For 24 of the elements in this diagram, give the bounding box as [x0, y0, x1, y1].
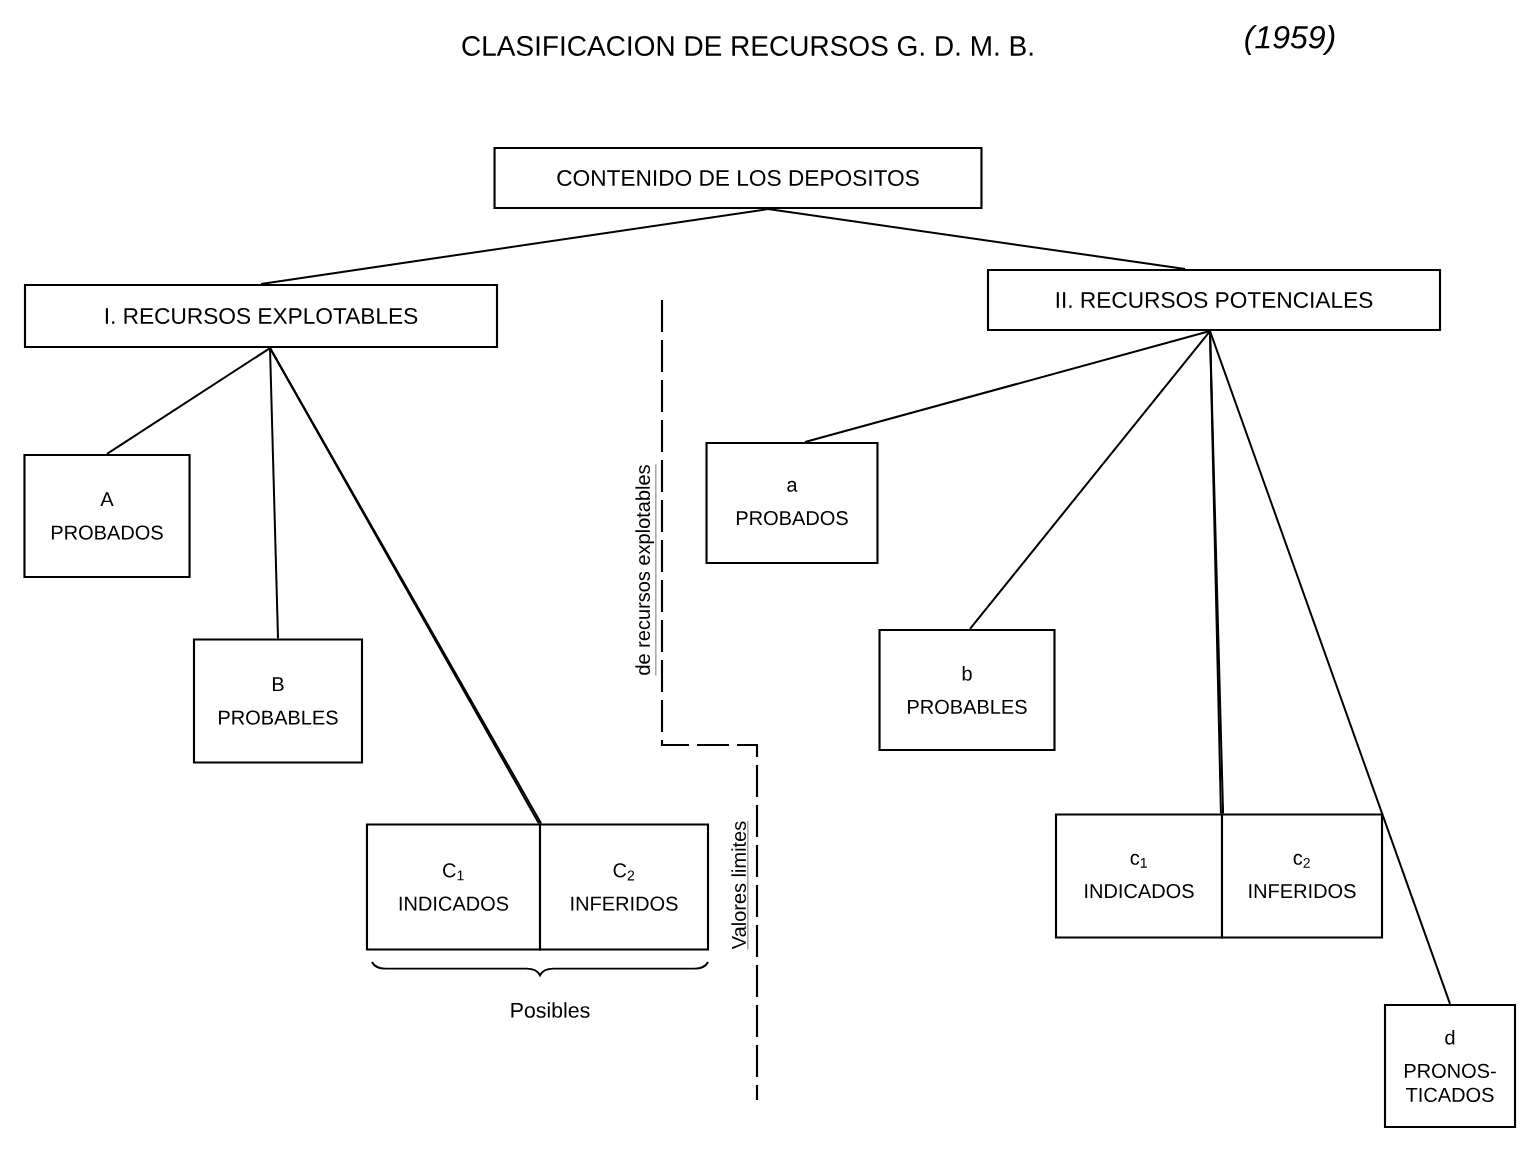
title: CLASIFICACION DE RECURSOS G. D. M. B. [462, 36, 1033, 56]
connector-line [767, 208, 1186, 270]
brace-label: Posibles [511, 1002, 590, 1018]
connector-line [804, 330, 1211, 443]
heading-box: II. RECURSOS POTENCIALES [986, 268, 1442, 332]
category-box: d PRONOS- TICADOS [1383, 1003, 1517, 1129]
connector-line [106, 347, 271, 455]
boundary-label: de recursos explotables [635, 464, 657, 676]
boundary-label: Valores limites [731, 820, 749, 950]
connector-line [260, 208, 769, 285]
connector-line [269, 347, 279, 640]
heading-box: CONTENIDO DE LOS DEPOSITOS [493, 146, 983, 210]
category-box: C$_{1}$ INDICADOS [365, 823, 542, 951]
category-box: B PROBABLES [192, 638, 364, 764]
heading-box: I. RECURSOS EXPLOTABLES [23, 283, 499, 349]
category-box: A PROBADOS [23, 453, 191, 579]
connector-line [969, 330, 1211, 630]
category-box: c$_{2}$ INFERIDOS [1220, 813, 1384, 939]
category-box: c$_{1}$ INDICADOS [1054, 813, 1224, 939]
category-box: a PROBADOS [705, 441, 879, 565]
category-box: b PROBABLES [878, 628, 1056, 752]
connector-line [1209, 330, 1451, 1005]
year-note: (1959) [1245, 25, 1335, 55]
category-box: C$_{2}$ INFERIDOS [538, 823, 710, 951]
